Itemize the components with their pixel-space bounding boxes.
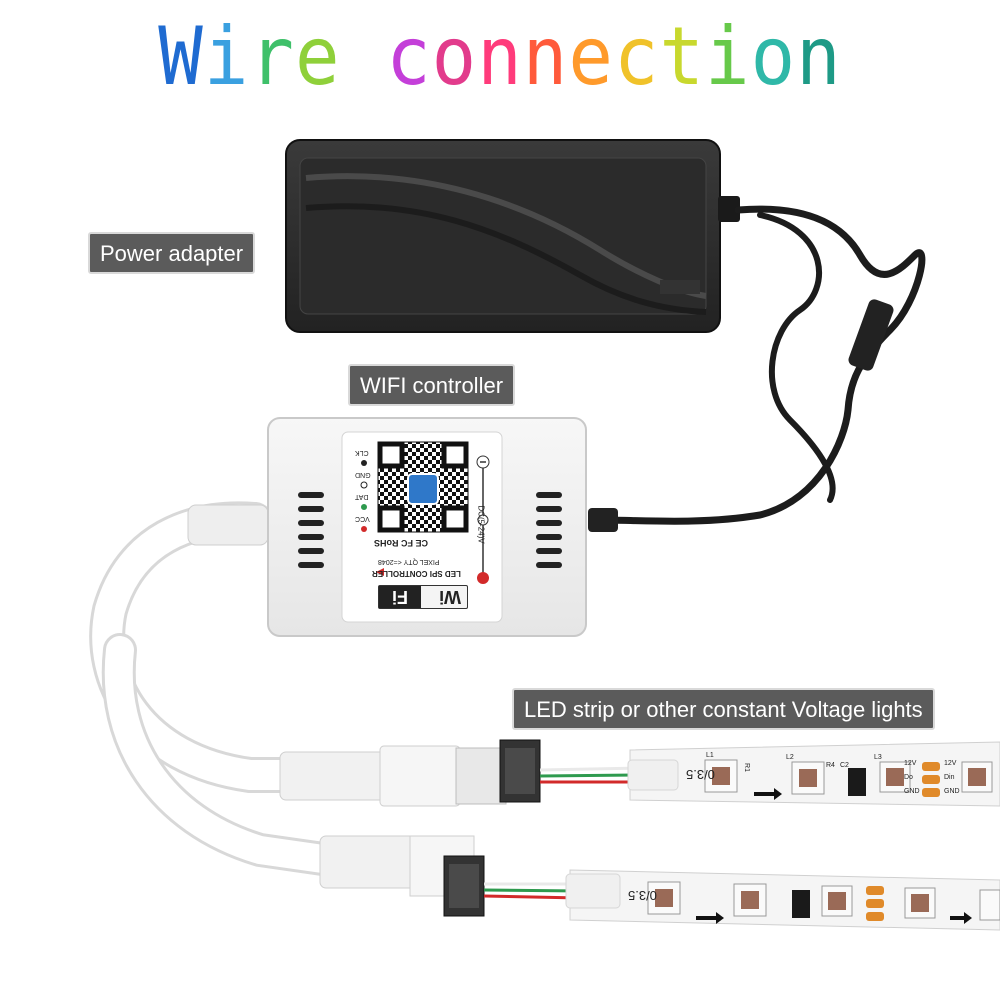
connector-lower <box>319 835 485 917</box>
wifi-controller <box>267 417 587 637</box>
strip-pad-gnd-in: GND <box>944 788 960 795</box>
title-letter: n <box>477 10 523 104</box>
title-letter: c <box>386 10 432 104</box>
title-letter: i <box>203 10 250 104</box>
wifi-badge-right: Fi <box>379 586 421 608</box>
model-label: LED SPI CONTROLLER <box>372 569 461 578</box>
title-letter: e <box>568 10 614 104</box>
cert-fc: FC <box>401 538 414 548</box>
strip-cut-mark-lower: 0/3.5 <box>628 888 657 903</box>
title-letter: i <box>705 10 751 104</box>
title-letter: t <box>659 10 706 104</box>
strip-pad-12v-out: 12V <box>904 760 917 767</box>
pin-label-dat: DAT <box>355 493 369 500</box>
page-title: Wire connection <box>0 8 1000 105</box>
strip-pad-do: Do <box>904 774 913 781</box>
voltage-label: DC(5-24)V <box>476 505 486 544</box>
title-letter: n <box>796 10 842 104</box>
strip-pad-12v-in: 12V <box>944 760 957 767</box>
title-letter: e <box>294 10 341 104</box>
output-cable <box>89 501 347 877</box>
title-letter: o <box>750 10 797 104</box>
led-strip-label: LED strip or other constant Voltage ligh… <box>512 688 935 730</box>
strip-cut-mark-upper: 0/3.5 <box>686 767 715 782</box>
led-strip-lower <box>565 869 1000 931</box>
dc-power-cable <box>588 205 926 532</box>
pin-label-gnd: GND <box>355 471 371 478</box>
pin-label-vcc: VCC <box>355 515 370 522</box>
strip-wires <box>483 766 641 900</box>
cert-ce: CE <box>415 538 429 548</box>
strip-comp-l2: L2 <box>786 754 794 761</box>
strip-comp-r4: R4 <box>826 762 835 769</box>
cert-marks: CE FC RoHS <box>374 538 428 548</box>
title-letter: c <box>613 10 660 104</box>
strip-comp-r1: R1 <box>742 763 750 772</box>
strip-comp-l1: L1 <box>706 752 714 759</box>
wifi-controller-label: WIFI controller <box>348 364 516 406</box>
title-letter: W <box>158 10 204 104</box>
strip-pad-din: Din <box>944 774 955 781</box>
wifi-badge: Wi Fi <box>378 585 468 609</box>
strip-pad-gnd-out: GND <box>904 788 920 795</box>
title-letter: o <box>431 10 478 104</box>
strip-comp-l3: L3 <box>874 754 882 761</box>
power-adapter <box>285 139 740 333</box>
pixel-qty-label: PIXEL QTY <=2048 <box>378 558 440 565</box>
wifi-badge-left: Wi <box>439 587 461 607</box>
strip-comp-c2: C2 <box>840 762 849 769</box>
title-letter: n <box>522 10 569 104</box>
connector-upper <box>279 739 541 807</box>
cert-rohs: RoHS <box>374 538 399 548</box>
title-letter: r <box>249 10 295 104</box>
pin-label-clk: CLK <box>355 449 369 456</box>
power-adapter-label: Power adapter <box>88 232 256 274</box>
led-strip-upper <box>627 741 1000 807</box>
